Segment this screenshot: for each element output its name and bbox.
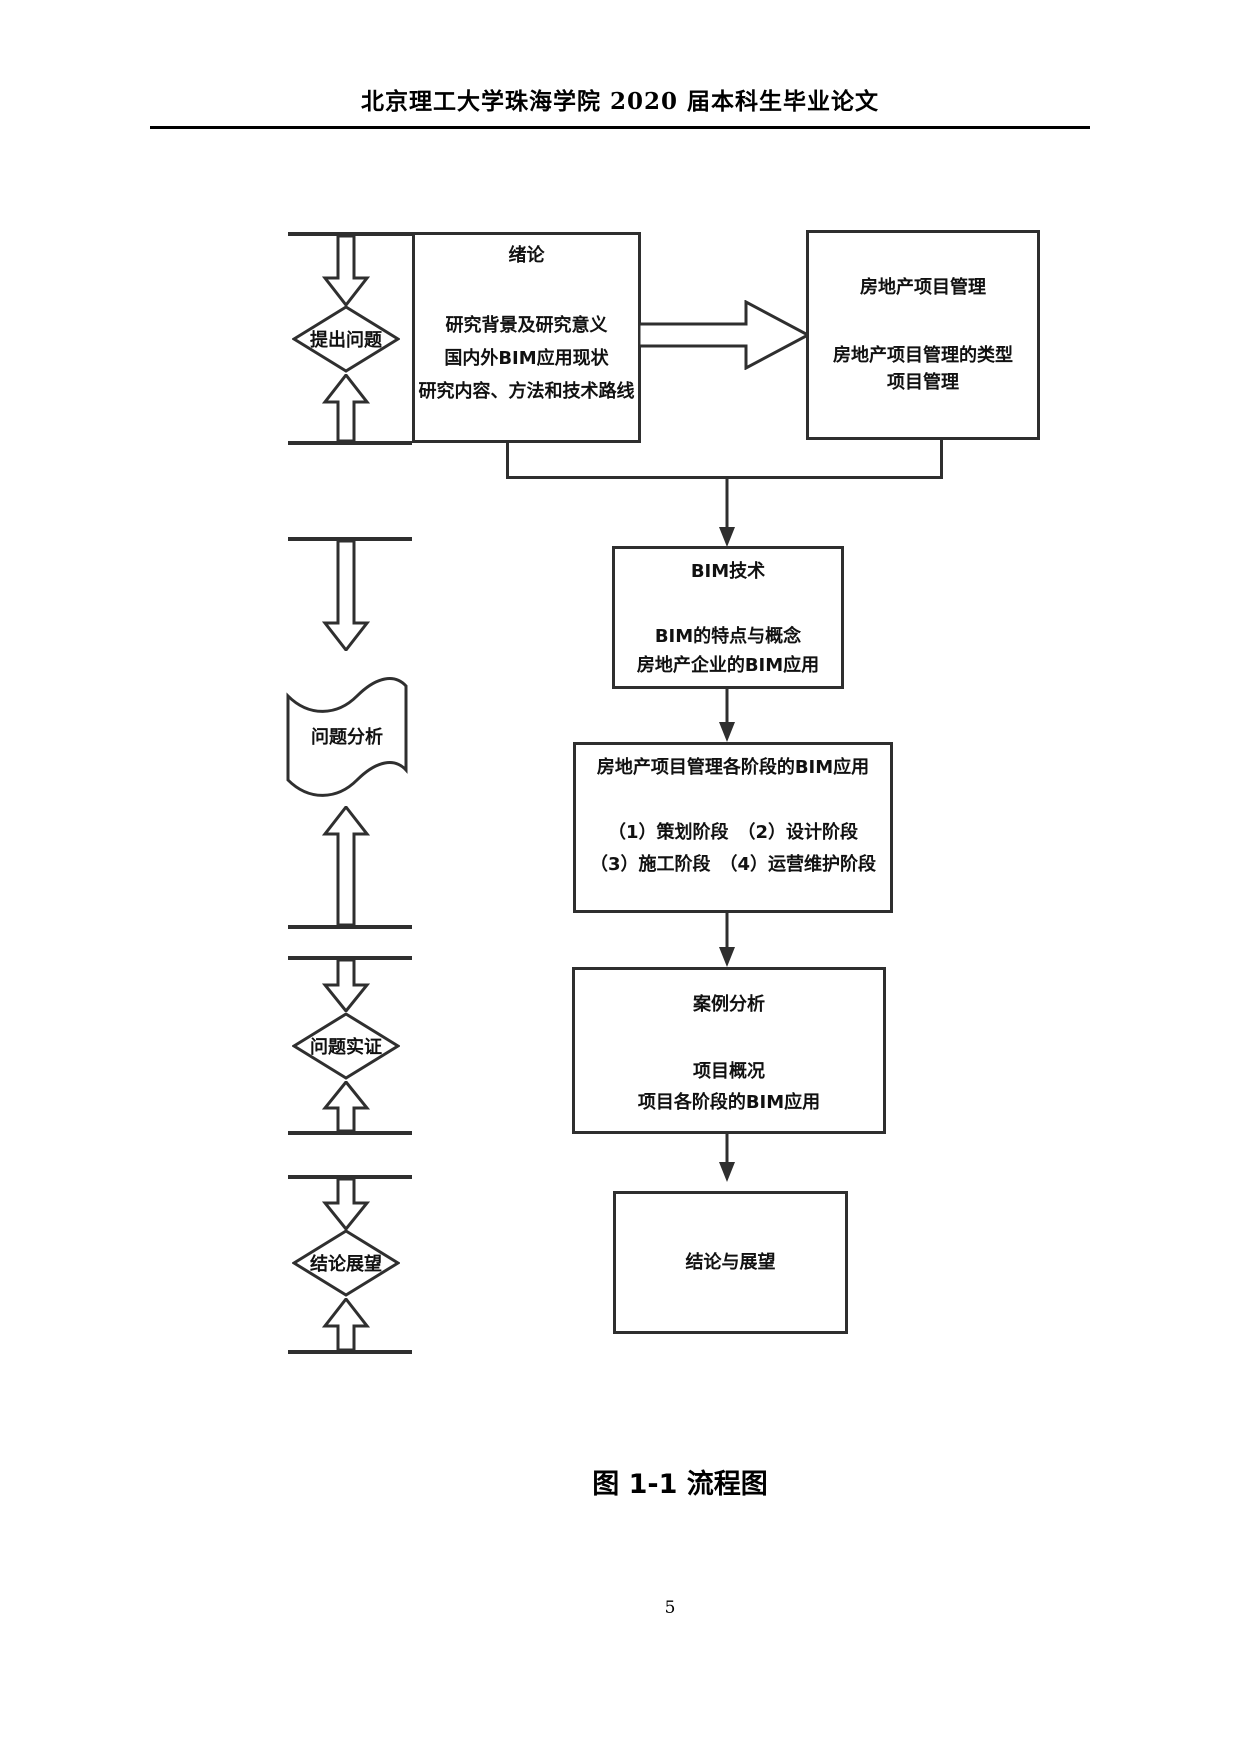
rail-bar <box>288 232 412 236</box>
rail-bar <box>288 441 412 445</box>
wave-problem-analysis <box>286 677 408 797</box>
rail-bar <box>288 925 412 929</box>
down-block-arrow-icon <box>322 1179 370 1230</box>
box-conclusion-title: 结论与展望 <box>685 1251 776 1273</box>
rail-bar <box>288 956 412 960</box>
rail-bar <box>288 1131 412 1135</box>
box-intro-line: 国内外BIM应用现状 <box>444 348 609 369</box>
box-intro-line: 研究背景及研究意义 <box>445 315 608 336</box>
down-block-arrow-icon <box>322 960 370 1012</box>
up-block-arrow-icon <box>322 1081 370 1131</box>
box-stages-line: （3）施工阶段 （4）运营维护阶段 <box>589 854 877 875</box>
diamond-problem-verification <box>292 1012 400 1080</box>
connector-line <box>940 440 943 479</box>
rail-bar <box>288 1175 412 1179</box>
diamond-raise-question <box>292 305 400 373</box>
up-block-arrow-icon <box>322 374 370 441</box>
box-intro-line: 研究内容、方法和技术路线 <box>418 381 635 402</box>
box-bim-line: 房地产企业的BIM应用 <box>636 655 820 676</box>
up-block-arrow-icon <box>322 806 370 925</box>
box-case-line: 项目概况 <box>693 1061 765 1082</box>
rail-step1-label: 提出问题 <box>310 330 382 351</box>
diamond-conclusion-outlook <box>292 1229 400 1297</box>
connector-line <box>506 476 943 479</box>
box-bim-line: BIM的特点与概念 <box>654 626 802 647</box>
flow-arrow-icon <box>719 689 735 742</box>
box-pm-line: 项目管理 <box>887 372 959 393</box>
flow-arrow-icon <box>719 479 735 547</box>
rail-bar <box>288 1350 412 1354</box>
box-stages-line: （1）策划阶段 （2）设计阶段 <box>607 822 859 843</box>
down-block-arrow-icon <box>322 236 370 306</box>
right-block-arrow-icon <box>639 300 810 370</box>
flow-arrow-icon <box>719 1134 735 1182</box>
box-pm-title: 房地产项目管理 <box>860 277 986 298</box>
header-rule <box>150 126 1090 129</box>
box-case-title: 案例分析 <box>693 994 765 1015</box>
box-bim-title: BIM技术 <box>690 561 766 582</box>
up-block-arrow-icon <box>322 1298 370 1350</box>
down-block-arrow-icon <box>322 541 370 651</box>
figure-caption: 图 1-1 流程图 <box>592 1469 768 1500</box>
rail-bar <box>288 537 412 541</box>
rail-step2-label: 问题分析 <box>311 727 383 748</box>
page-header: 北京理工大学珠海学院 2020 届本科生毕业论文 <box>360 88 880 115</box>
page-number: 5 <box>664 1598 676 1618</box>
box-bim: BIM技术 BIM的特点与概念 房地产企业的BIM应用 <box>612 546 844 689</box>
box-project-management: 房地产项目管理 房地产项目管理的类型 项目管理 <box>806 230 1040 440</box>
box-stages-title: 房地产项目管理各阶段的BIM应用 <box>596 757 870 778</box>
rail-step4-label: 结论展望 <box>310 1254 382 1275</box>
box-intro-title: 绪论 <box>508 245 545 266</box>
box-stages: 房地产项目管理各阶段的BIM应用 （1）策划阶段 （2）设计阶段 （3）施工阶段… <box>573 742 893 913</box>
box-case-line: 项目各阶段的BIM应用 <box>637 1092 821 1113</box>
box-pm-line: 房地产项目管理的类型 <box>833 345 1013 366</box>
box-intro: 绪论 研究背景及研究意义 国内外BIM应用现状 研究内容、方法和技术路线 <box>412 232 641 443</box>
connector-line <box>506 443 509 479</box>
box-conclusion: 结论与展望 <box>613 1191 848 1334</box>
rail-step3-label: 问题实证 <box>310 1037 382 1058</box>
box-case: 案例分析 项目概况 项目各阶段的BIM应用 <box>572 967 886 1134</box>
flow-arrow-icon <box>719 913 735 967</box>
